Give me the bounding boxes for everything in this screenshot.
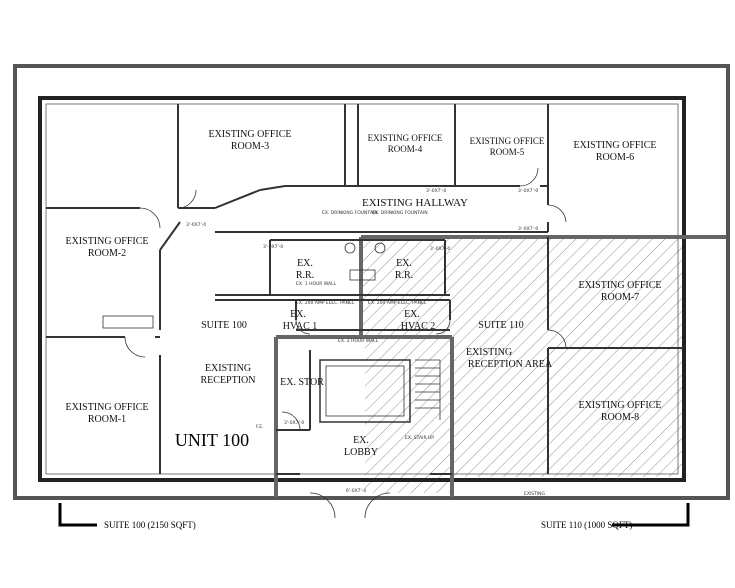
suite-110-label: SUITE 110	[478, 320, 523, 331]
room-3-line1: EXISTING OFFICE	[208, 129, 291, 140]
room-2-line2: ROOM-2	[88, 248, 126, 259]
svg-text:EX. 1 HOUR WALL: EX. 1 HOUR WALL	[296, 281, 337, 287]
rr1-line2: R.R.	[296, 270, 314, 281]
lobby-line2: LOBBY	[344, 447, 378, 458]
door-swings	[124, 167, 567, 519]
svg-text:EX. DRINKING FOUNTAIN: EX. DRINKING FOUNTAIN	[372, 210, 428, 216]
svg-text:3'-0X7'-0: 3'-0X7'-0	[186, 222, 206, 228]
legend-brackets	[58, 503, 690, 527]
room-8-line1: EXISTING OFFICE	[578, 400, 661, 411]
room-1-line2: ROOM-1	[88, 414, 126, 425]
suite-100-label: SUITE 100	[201, 320, 247, 331]
hvac1-line2: HVAC 1	[283, 321, 318, 332]
hvac2-line1: EX.	[404, 309, 420, 320]
reception-area-line2: RECEPTION AREA	[468, 359, 553, 370]
stor-label: EX. STOR	[280, 377, 324, 388]
suite-outline	[13, 64, 730, 500]
svg-text:3'-0X7'-0: 3'-0X7'-0	[518, 188, 538, 194]
room-4-line1: EXISTING OFFICE	[368, 133, 443, 143]
svg-text:EX. DRINKING FOUNTAIN: EX. DRINKING FOUNTAIN	[322, 210, 378, 216]
room-3-line2: ROOM-3	[231, 141, 269, 152]
svg-text:3'-0X7'-0: 3'-0X7'-0	[284, 420, 304, 426]
lobby-line1: EX.	[353, 435, 369, 446]
room-7-line2: ROOM-7	[601, 292, 639, 303]
stair	[319, 359, 411, 423]
room-2-line1: EXISTING OFFICE	[65, 236, 148, 247]
rr2-line1: EX.	[396, 258, 412, 269]
room-5-line1: EXISTING OFFICE	[470, 136, 545, 146]
rr1-line1: EX.	[297, 258, 313, 269]
svg-text:3'-0X7'-0: 3'-0X7'-0	[263, 244, 283, 250]
svg-text:6'-0X7'-0: 6'-0X7'-0	[346, 488, 366, 494]
hallway-label: EXISTING HALLWAY	[362, 197, 468, 209]
room-6-line2: ROOM-6	[596, 152, 634, 163]
svg-text:EXISTING: EXISTING	[524, 491, 546, 497]
suite-boundaries	[274, 235, 726, 497]
hvac1-line1: EX.	[290, 309, 306, 320]
building-wall	[38, 96, 686, 482]
room-labels: EXISTING OFFICE ROOM-2 EXISTING OFFICE R…	[65, 129, 661, 458]
room-5-line2: ROOM-5	[490, 147, 525, 157]
hvac2-line2: HVAC 2	[401, 321, 436, 332]
svg-text:3'-0X7'-0: 3'-0X7'-0	[430, 246, 450, 252]
interior-walls	[46, 104, 683, 475]
legend-suite-100: SUITE 100 (2150 SQFT)	[104, 520, 196, 530]
annotations: 3'-0X7'-0 3'-0X7'-0 3'-0X7'-0 3'-0X7'-0 …	[186, 188, 546, 497]
room-1-line1: EXISTING OFFICE	[65, 402, 148, 413]
reception-line2: RECEPTION	[201, 375, 256, 386]
svg-text:EX. 2 HOUR WALL: EX. 2 HOUR WALL	[338, 338, 379, 344]
room-4-line2: ROOM-4	[388, 144, 423, 154]
legend-suite-110: SUITE 110 (1000 SQFT)	[541, 520, 632, 530]
svg-text:3'-0X7'-0: 3'-0X7'-0	[518, 226, 538, 232]
svg-text:EX. 200 AMP ELEC. PANEL: EX. 200 AMP ELEC. PANEL	[296, 300, 355, 306]
svg-text:EX. STAIR UP: EX. STAIR UP	[405, 435, 434, 441]
unit-title: UNIT 100	[175, 430, 249, 450]
svg-text:3'-0X7'-0: 3'-0X7'-0	[426, 188, 446, 194]
room-6-line1: EXISTING OFFICE	[573, 140, 656, 151]
rr2-line2: R.R.	[395, 270, 413, 281]
room-7-line1: EXISTING OFFICE	[578, 280, 661, 291]
room-8-line2: ROOM-8	[601, 412, 639, 423]
svg-text:F.E.: F.E.	[256, 424, 264, 430]
reception-area-line1: EXISTING	[466, 347, 512, 358]
svg-text:EX. 200 AMP ELEC. PANEL: EX. 200 AMP ELEC. PANEL	[368, 300, 427, 306]
reception-line1: EXISTING	[205, 363, 251, 374]
